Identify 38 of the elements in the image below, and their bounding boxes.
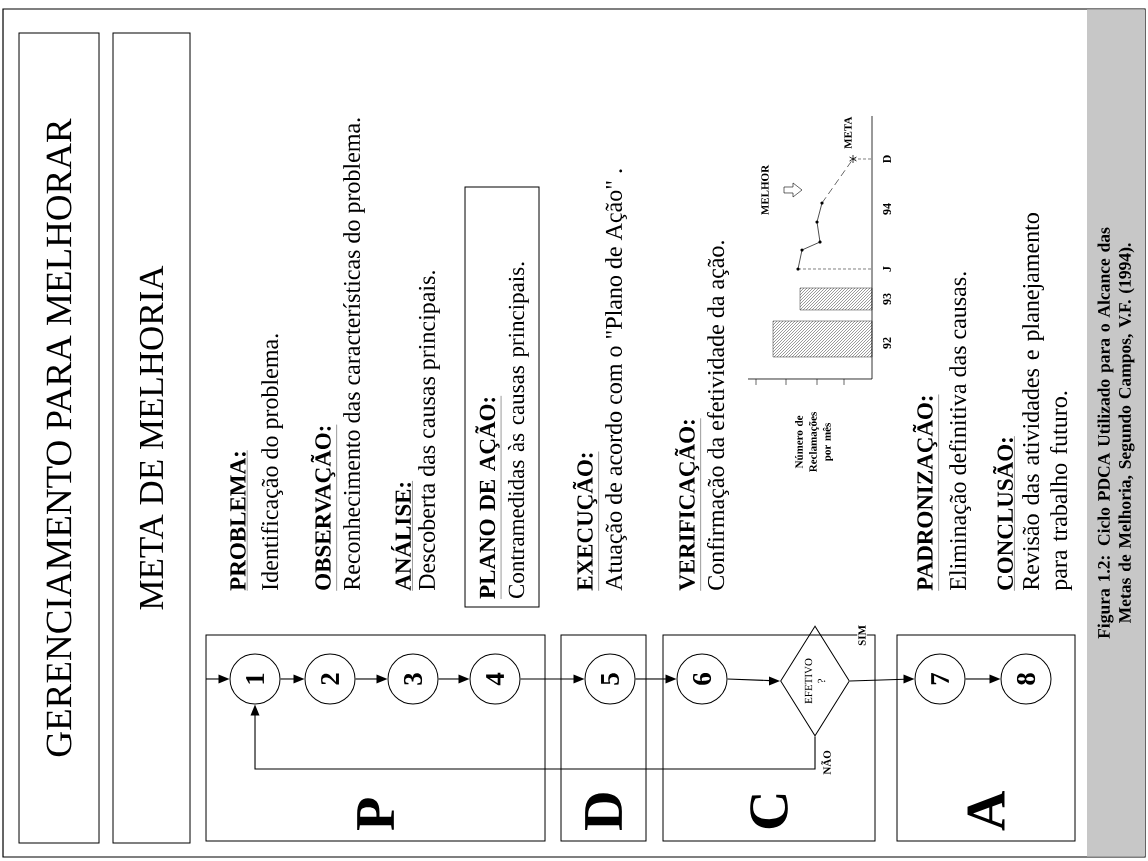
step-heading: VERIFICAÇÃO:: [674, 418, 701, 591]
arrow: [205, 674, 230, 684]
step-heading: CONCLUSÃO:: [992, 435, 1015, 591]
arrow: [279, 674, 305, 684]
tick-label: J: [883, 266, 891, 272]
arrow: [964, 674, 1001, 684]
step-heading: OBSERVAÇÃO:: [310, 424, 337, 591]
arrow: [726, 676, 780, 686]
step-description: Identificação do problema.: [261, 334, 283, 590]
arrow: [519, 674, 585, 684]
highlight-box: PLANO DE AÇÃO: Contramedidas às causas principais.: [464, 186, 540, 608]
step-description: Atuação de acordo com o "Plano de Ação" .: [605, 169, 627, 591]
arrow: [634, 674, 677, 684]
edge-label: SIM: [857, 624, 867, 647]
arrow: [437, 674, 470, 684]
tick-label: 93: [882, 293, 892, 305]
tick-label: D: [883, 155, 891, 164]
arrow: [849, 674, 915, 684]
step-heading: EXECUÇÃO:: [572, 451, 599, 591]
step-heading: ANÁLISE:: [391, 480, 413, 591]
step-description: Eliminação definitiva das causas.: [949, 272, 971, 591]
direction-label: MELHOR: [761, 164, 769, 215]
heading-box: META DE MELHORIA: [112, 32, 191, 844]
tick-label: 92: [882, 337, 892, 349]
step-heading: PADRONIZAÇÃO:: [912, 394, 939, 591]
target-label: META: [844, 116, 852, 149]
step-description: Descoberta das causas principais.: [418, 271, 440, 591]
axis-label: Número de Reclamações por mês: [795, 412, 833, 473]
arrow: [354, 674, 388, 684]
step-heading: PROBLEMA:: [230, 450, 248, 591]
step-description: Revisão das atividades e planejamento para trabalho futuro.: [1022, 213, 1072, 591]
step-description: Reconhecimento das características do problema.: [343, 118, 365, 591]
title-box: GERENCIAMENTO PARA MELHORAR: [18, 32, 100, 844]
tick-label: 94: [882, 203, 892, 215]
caption: Figura 1.2: Ciclo PDCA Utilizado para o Alcance das Metas de Melhoria, Segundo Campos, V.F. (1994).: [1087, 9, 1145, 857]
step-description: Confirmação da efetividade da ação.: [707, 241, 729, 590]
edge-label: NÃO: [820, 749, 832, 776]
arrow: [250, 704, 816, 770]
